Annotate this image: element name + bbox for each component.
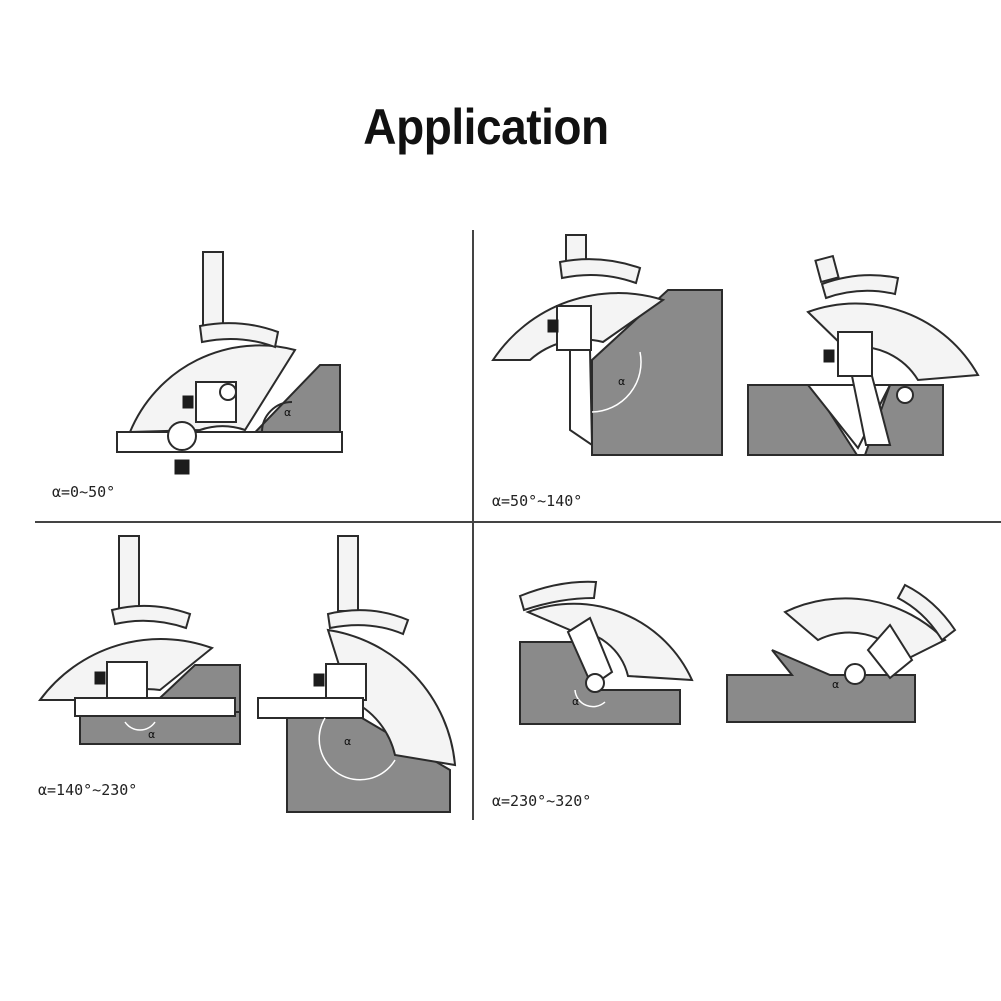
- stem-q3a: [118, 535, 140, 612]
- pivot-q2b: [896, 386, 914, 404]
- base-knob-q1: [167, 421, 197, 451]
- blade-q4b: [866, 623, 914, 680]
- angle-symbol-q3b: α: [344, 735, 351, 748]
- angle-symbol-q4a: α: [572, 695, 579, 708]
- gauge-figure-q2b: [747, 254, 980, 456]
- gauge-figure-q4b: α: [726, 583, 957, 723]
- blade-q2a: [569, 349, 594, 447]
- gauge-figure-q1: α: [116, 251, 343, 475]
- stem-q1: [202, 251, 224, 328]
- angle-arc-q1: [261, 401, 293, 433]
- angle-symbol-q3a: α: [148, 728, 155, 741]
- angle-arc-q2a: [591, 351, 642, 413]
- clamp-body-q2a: [556, 305, 592, 351]
- clamp-screw-q2b: [823, 349, 835, 363]
- vernier-scale-q2a: [558, 258, 642, 285]
- clamp-body-q3b: [325, 663, 367, 701]
- clamp-screw-q2a: [547, 319, 559, 333]
- protractor-arc-q4b: [783, 597, 947, 662]
- base-bar-q3b: [257, 697, 364, 719]
- angle-symbol-q1: α: [284, 406, 291, 419]
- vernier-scale-q4b: [896, 583, 957, 642]
- range-label-q2: α=50°~140°: [492, 492, 582, 510]
- clamp-body-q2b: [837, 331, 873, 377]
- stem-q2b: [814, 254, 840, 284]
- range-label-q4: α=230°~320°: [492, 792, 591, 810]
- vernier-scale-q1: [198, 322, 280, 349]
- clamp-body-q3a: [106, 661, 148, 699]
- range-label-q1: α=0~50°: [52, 483, 115, 501]
- gauge-figure-q2a: α: [491, 234, 723, 456]
- workpiece-q2a: [591, 289, 723, 456]
- protractor-arc-q2b: [806, 302, 980, 382]
- page-title: Application: [363, 99, 609, 155]
- base-bar-q3a: [74, 697, 236, 717]
- clamp-screw-q1: [182, 395, 194, 409]
- workpiece-q4b: [726, 649, 916, 723]
- angle-symbol-q2a: α: [618, 375, 625, 388]
- angle-arc-q3a: [124, 721, 156, 731]
- gauge-figure-q3b: α: [257, 535, 457, 813]
- vernier-scale-q2b: [820, 274, 900, 300]
- stem-q3b: [337, 535, 359, 612]
- clamp-screw-q3a: [94, 671, 106, 685]
- gauge-figure-q3a: α: [38, 535, 241, 745]
- angle-arc-q4a: [574, 689, 606, 708]
- pivot-q4a: [585, 673, 605, 693]
- vernier-scale-q3a: [110, 604, 192, 630]
- clamp-screw-q3b: [313, 673, 325, 687]
- base-bar-q1: [116, 431, 343, 453]
- gauge-figure-q4a: α: [518, 580, 694, 725]
- blade-q4a: [566, 616, 614, 688]
- blade-q2b: [850, 375, 892, 446]
- base-screw-q1: [174, 459, 190, 475]
- pivot-q4b: [844, 663, 866, 685]
- angle-arc-q3b: [318, 717, 396, 781]
- angle-symbol-q4b: α: [832, 678, 839, 691]
- vernier-scale-q4a: [518, 580, 598, 612]
- pivot-q1: [219, 383, 237, 401]
- stem-q2a: [565, 234, 587, 262]
- vernier-scale-q3b: [326, 609, 410, 636]
- range-label-q3: α=140°~230°: [38, 781, 137, 799]
